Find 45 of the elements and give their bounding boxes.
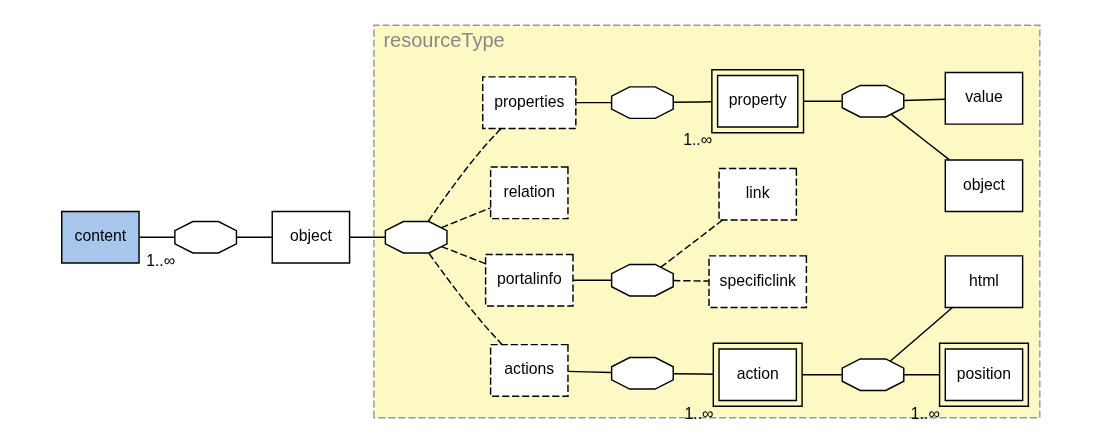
node-box: link <box>717 167 797 221</box>
node-label: 1..∞ <box>910 404 940 422</box>
connector <box>801 374 842 376</box>
connector <box>890 113 950 161</box>
node-box: actions <box>489 343 569 397</box>
node-octagon <box>610 356 674 390</box>
connector <box>802 100 842 102</box>
node-box: content <box>60 210 140 264</box>
connector <box>566 370 612 374</box>
connector <box>889 307 953 362</box>
connector <box>902 374 940 376</box>
node-box: properties <box>481 76 577 130</box>
connector <box>672 279 709 282</box>
connector <box>902 98 946 102</box>
node-box: relation <box>489 166 569 220</box>
node-box: portalinfo <box>484 253 574 307</box>
connector <box>440 245 486 265</box>
connector <box>571 279 612 281</box>
node-octagon <box>384 220 448 254</box>
connector <box>575 101 612 104</box>
node-box: object <box>944 159 1023 213</box>
node-box: specificlink <box>707 255 807 309</box>
connector <box>672 372 714 375</box>
node-box: value <box>944 71 1023 125</box>
node-octagon <box>610 263 674 297</box>
connector <box>427 252 503 346</box>
node-octagon <box>610 86 674 120</box>
node-label: 1..∞ <box>145 251 175 269</box>
node-box: html <box>944 255 1023 309</box>
node-box: object <box>271 210 350 264</box>
node-label: 1..∞ <box>682 131 712 149</box>
node-octagon <box>840 358 904 392</box>
connector <box>235 236 273 238</box>
connector <box>138 236 175 238</box>
connector <box>348 236 386 238</box>
node-box: action <box>712 342 803 407</box>
connector <box>659 219 723 268</box>
connector <box>440 207 491 229</box>
node-octagon <box>173 220 237 254</box>
node-octagon <box>840 84 904 118</box>
node-box: position <box>938 342 1029 407</box>
node-label: 1..∞ <box>684 404 713 422</box>
connector <box>427 127 502 222</box>
connector <box>672 101 712 103</box>
node-box: property <box>710 69 804 134</box>
